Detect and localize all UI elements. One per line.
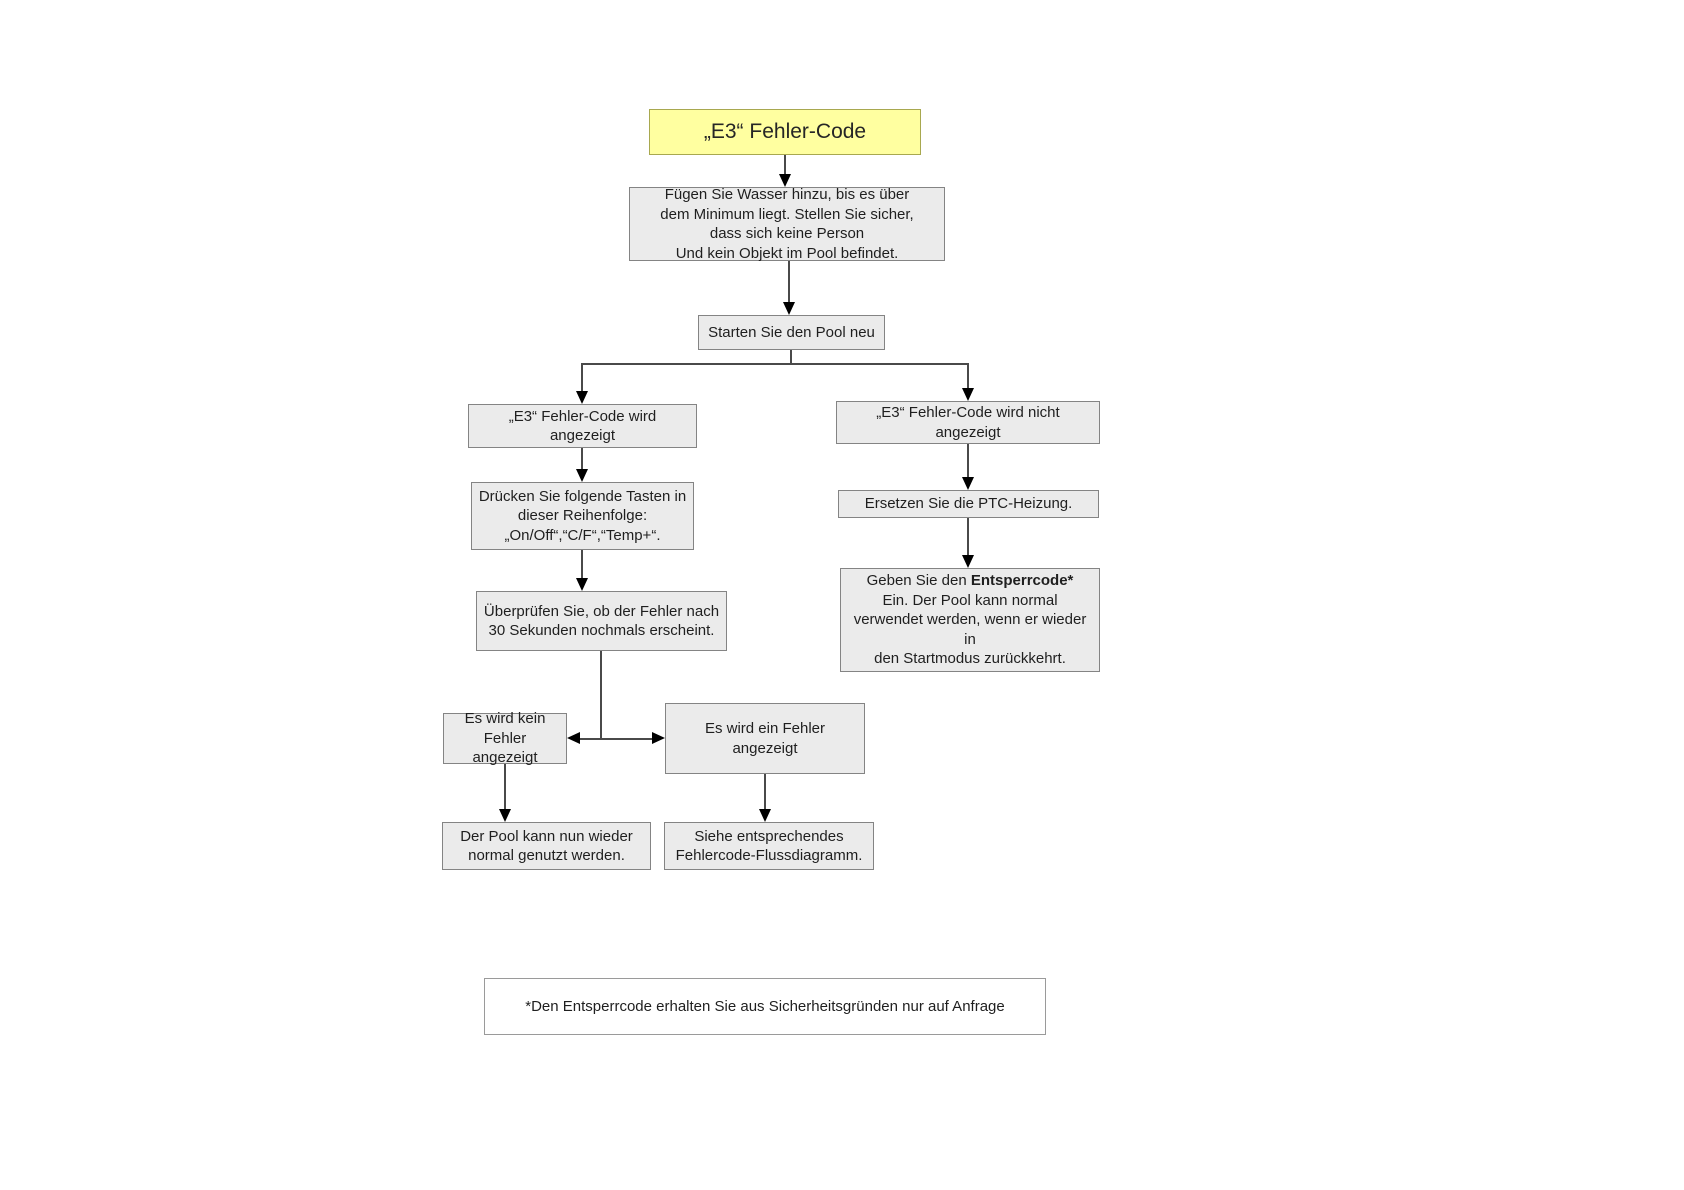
connector-addwater-to-restart bbox=[788, 261, 790, 302]
connector-replace-to-unlock bbox=[967, 518, 969, 555]
node-unlock-code-text-prefix: Geben Sie den bbox=[866, 572, 971, 590]
arrowhead-down-icon bbox=[576, 469, 588, 482]
arrowhead-down-icon bbox=[759, 809, 771, 822]
node-pool-normal: Der Pool kann nun wieder normal genutzt … bbox=[442, 822, 651, 870]
node-error-again: Es wird ein Fehler angezeigt bbox=[665, 703, 865, 774]
node-error-shown: „E3“ Fehler-Code wird angezeigt bbox=[468, 404, 697, 448]
connector-press-to-check bbox=[581, 550, 583, 578]
node-press-buttons-label: Drücken Sie folgende Tasten in dieser Re… bbox=[478, 487, 687, 544]
footnote-box: *Den Entsperrcode erhalten Sie aus Siche… bbox=[484, 978, 1046, 1035]
connector-check-left-horizontal bbox=[580, 738, 602, 740]
footnote-label: *Den Entsperrcode erhalten Sie aus Siche… bbox=[525, 997, 1005, 1015]
node-error-not-shown-label: „E3“ Fehler-Code wird nicht angezeigt bbox=[876, 404, 1060, 441]
node-restart-pool: Starten Sie den Pool neu bbox=[698, 315, 885, 350]
arrowhead-down-icon bbox=[576, 391, 588, 404]
node-restart-pool-label: Starten Sie den Pool neu bbox=[708, 323, 875, 341]
node-check-error-label: Überprüfen Sie, ob der Fehler nach 30 Se… bbox=[483, 602, 720, 640]
node-unlock-code: Geben Sie den Entsperrcode* Ein. Der Poo… bbox=[840, 568, 1100, 672]
connector-check-right-horizontal bbox=[600, 738, 652, 740]
node-press-buttons: Drücken Sie folgende Tasten in dieser Re… bbox=[471, 482, 694, 550]
node-add-water: Fügen Sie Wasser hinzu, bis es über dem … bbox=[629, 186, 945, 262]
arrowhead-down-icon bbox=[576, 578, 588, 591]
arrowhead-down-icon bbox=[962, 477, 974, 490]
arrowhead-down-icon bbox=[962, 388, 974, 401]
node-error-shown-label: „E3“ Fehler-Code wird angezeigt bbox=[508, 407, 657, 445]
arrowhead-down-icon bbox=[779, 174, 791, 187]
node-no-error: Es wird kein Fehler angezeigt bbox=[443, 710, 567, 766]
node-e3-error-code-title-label: „E3“ Fehler-Code bbox=[703, 120, 867, 144]
connector-restart-stem bbox=[790, 350, 792, 364]
arrowhead-down-icon bbox=[783, 302, 795, 315]
node-no-error-label: Es wird kein Fehler angezeigt bbox=[464, 710, 546, 767]
node-unlock-code-text-rest: Ein. Der Pool kann normal verwendet werd… bbox=[853, 591, 1087, 668]
arrowhead-left-icon bbox=[567, 732, 580, 744]
node-replace-heater-label: Ersetzen Sie die PTC-Heizung. bbox=[864, 495, 1073, 513]
arrowhead-down-icon bbox=[962, 555, 974, 568]
node-e3-error-code-title: „E3“ Fehler-Code bbox=[649, 109, 921, 155]
arrowhead-right-icon bbox=[652, 732, 665, 744]
node-add-water-label: Fügen Sie Wasser hinzu, bis es über dem … bbox=[660, 186, 914, 262]
node-see-flowchart: Siehe entsprechendes Fehlercode-Flussdia… bbox=[664, 822, 874, 870]
connector-notshown-to-replace bbox=[967, 444, 969, 477]
node-pool-normal-label: Der Pool kann nun wieder normal genutzt … bbox=[460, 827, 633, 865]
node-unlock-code-label: Geben Sie den Entsperrcode* Ein. Der Poo… bbox=[841, 569, 1099, 671]
node-error-not-shown: „E3“ Fehler-Code wird nicht angezeigt bbox=[836, 401, 1100, 444]
connector-erroragain-to-flowchart bbox=[764, 774, 766, 809]
connector-errorshown-to-press bbox=[581, 448, 583, 469]
connector-noerror-to-poolnormal bbox=[504, 764, 506, 809]
node-see-flowchart-label: Siehe entsprechendes Fehlercode-Flussdia… bbox=[675, 827, 863, 865]
arrowhead-down-icon bbox=[499, 809, 511, 822]
connector-title-to-addwater bbox=[784, 155, 786, 175]
node-error-again-label: Es wird ein Fehler angezeigt bbox=[704, 720, 826, 757]
connector-split-right-drop bbox=[967, 363, 969, 388]
node-check-error: Überprüfen Sie, ob der Fehler nach 30 Se… bbox=[476, 591, 727, 651]
node-replace-heater: Ersetzen Sie die PTC-Heizung. bbox=[838, 490, 1099, 518]
connector-split-left-drop bbox=[581, 363, 583, 391]
connector-check-stem bbox=[600, 651, 602, 739]
connector-split-horizontal bbox=[582, 363, 968, 365]
node-unlock-code-text-bold: Entsperrcode* bbox=[970, 572, 1074, 590]
